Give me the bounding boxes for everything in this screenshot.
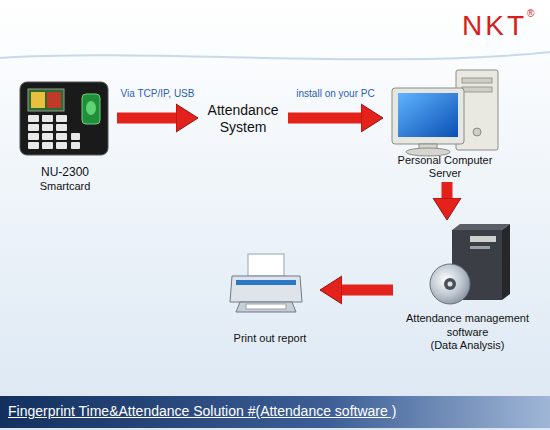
logo-text: NKT [462,10,527,42]
computer-illustration [392,70,498,156]
node-label: Attendance management software [400,312,535,338]
caption-text: Fingerprint Time&Attendance Solution #(A… [8,403,396,419]
device-node: NU-2300Smartcard [15,80,115,193]
flow-arrow [442,182,453,198]
caption-bar [0,396,550,428]
software-box [430,224,510,304]
device-node: Personal Computer Server [385,68,505,180]
node-label: Personal Computer Server [385,154,505,180]
node-label: Smartcard [40,180,91,193]
device-node: Attendance System [200,100,286,138]
flow-arrow [117,113,176,124]
device-node: Attendance management software(Data Anal… [395,222,540,352]
node-label: (Data Analysis) [431,339,505,352]
device-node: Print out report [222,250,318,345]
edge-label: install on your PC [296,88,374,99]
printer-illustration [230,254,302,312]
logo-text: ® [527,8,534,19]
flow-arrow [288,113,361,124]
node-label: NU-2300 [41,165,89,179]
terminal-device [20,82,108,155]
node-label: Print out report [234,332,307,345]
edge-label: Via TCP/IP, USB [121,88,195,99]
node-label: Attendance System [200,102,286,136]
flow-arrow [342,285,393,296]
header-curve [0,52,550,59]
